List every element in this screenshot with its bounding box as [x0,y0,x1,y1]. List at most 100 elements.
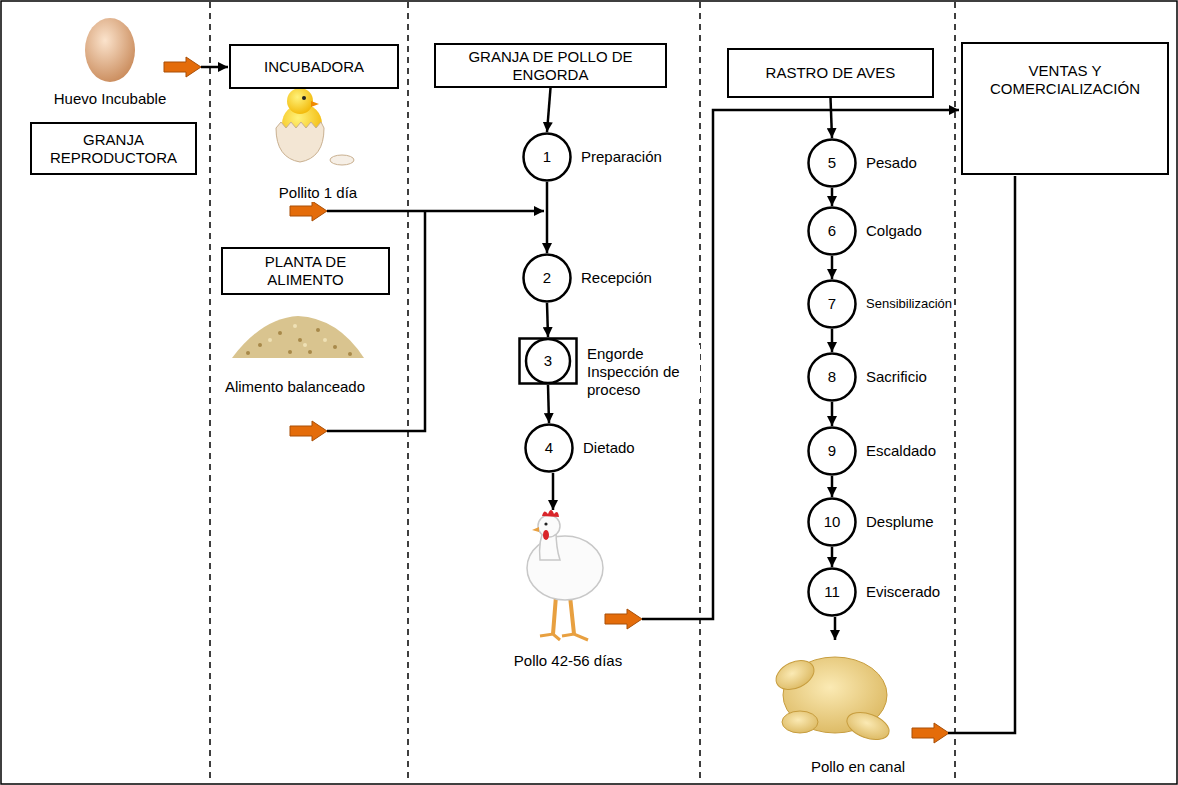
step-circle: 11Eviscerado [807,567,857,617]
circle-outline [809,140,856,187]
step-number: 2 [543,269,551,287]
flow-connector [547,303,548,337]
step-number: 6 [828,222,836,240]
chicken-illustration-part [540,634,588,640]
chicken-illustration [527,510,603,640]
feed-illustration-part-part [278,331,282,335]
step-label: Dietado [582,439,636,457]
feed-illustration-part-part [293,324,297,328]
carcass-illustration-part [843,707,893,745]
feed-illustration-part-part [333,345,337,349]
step-label: Engorde Inspección de proceso [586,345,700,399]
feed-illustration-part-part [303,343,307,347]
step-label: Eviscerado [865,583,941,601]
feed-illustration-part [232,316,364,358]
step-number: 3 [544,352,552,370]
feed-illustration-part [268,324,327,347]
circle-outline [526,425,573,472]
step-number: 5 [828,154,836,172]
circle-outline [526,339,570,383]
flow-line [201,67,1015,733]
feed-illustration-part-part [348,352,352,356]
feed-illustration-part-part [323,338,327,342]
step-number: 1 [543,148,551,166]
flow-line-part [327,211,425,431]
column-divider [210,2,955,783]
feed-illustration-part-part [288,350,292,354]
chick-illustration-part [287,88,313,114]
square-outline [520,339,577,384]
chicken-illustration-part [532,527,539,532]
box-title: GRANJA REPRODUCTORA [40,131,187,167]
chick-illustration-part [302,96,306,100]
flow-connector [547,88,551,132]
block-arrow-part [912,723,949,743]
step-number: 11 [824,583,840,601]
step-number: 4 [545,439,553,457]
picture-caption: Pollo en canal [809,758,907,776]
block-arrow [164,57,949,743]
step-circle: 10Desplume [807,497,857,547]
flow-line-part [327,210,544,213]
flow-line-part [948,176,1015,733]
flow-line-part [834,617,837,640]
step-circle: 5Pesado [807,138,857,188]
flow-connector [548,385,549,423]
step-label: Sensibilización [865,296,953,312]
picture-caption: Pollito 1 día [277,184,359,202]
picture-caption: Huevo Incubable [52,90,169,108]
step-circle: 2Recepción [522,253,572,303]
feed-illustration-part-part [316,328,320,332]
process-box: RASTRO DE AVES [727,48,934,98]
box-title: RASTRO DE AVES [766,64,896,82]
process-box: PLANTA DE ALIMENTO [221,247,390,295]
step-label: Colgado [865,222,923,240]
feed-illustration-part-part [246,351,250,355]
step-circle: 9Escaldado [807,426,857,476]
flow-connector [546,182,549,253]
feed-illustration-part-part [258,343,262,347]
step-label: Preparación [580,148,663,166]
step-circle: 4Dietado [524,423,574,473]
block-arrow-part [290,201,327,221]
step-number: 7 [828,295,836,313]
flow-connector [831,547,834,567]
flow-connector [831,402,834,426]
feed-illustration-part-part [268,338,272,342]
flow-connector [831,476,834,497]
process-box: GRANJA REPRODUCTORA [30,122,197,175]
chick-illustration-part [330,155,354,165]
circle-outline [809,569,856,616]
feed-illustration-part-part [298,338,302,342]
chicken-illustration-part [544,522,547,525]
egg-illustration [85,18,135,82]
circle-outline [524,134,571,181]
chick-illustration-part [311,101,319,107]
step-circle: 1Preparación [522,132,572,182]
step-circle: 6Colgado [807,206,857,256]
circle-outline [809,499,856,546]
flow-connector [831,256,834,279]
process-box: VENTAS Y COMERCIALIZACIÓN [961,42,1169,175]
carcass-illustration-part [782,711,818,733]
chicken-illustration-part [542,510,559,517]
flow-connector [831,329,834,352]
circle-outline [809,428,856,475]
column-divider-part [407,2,409,783]
circle-outline [809,281,856,328]
chicken-illustration-part [553,596,574,634]
step-label: Pesado [865,154,918,172]
picture-caption: Alimento balanceado [223,378,367,396]
circle-outline [809,354,856,401]
feed-illustration-part-part [308,350,312,354]
chick-illustration-part [276,122,324,162]
step-circle: 7Sensibilización [807,279,857,329]
flow-connector [831,188,834,206]
block-arrow-part [290,421,327,441]
box-title: GRANJA DE POLLO DE ENGORDA [466,48,635,84]
step-label: Escaldado [865,442,937,460]
chicken-illustration-part [527,536,603,600]
